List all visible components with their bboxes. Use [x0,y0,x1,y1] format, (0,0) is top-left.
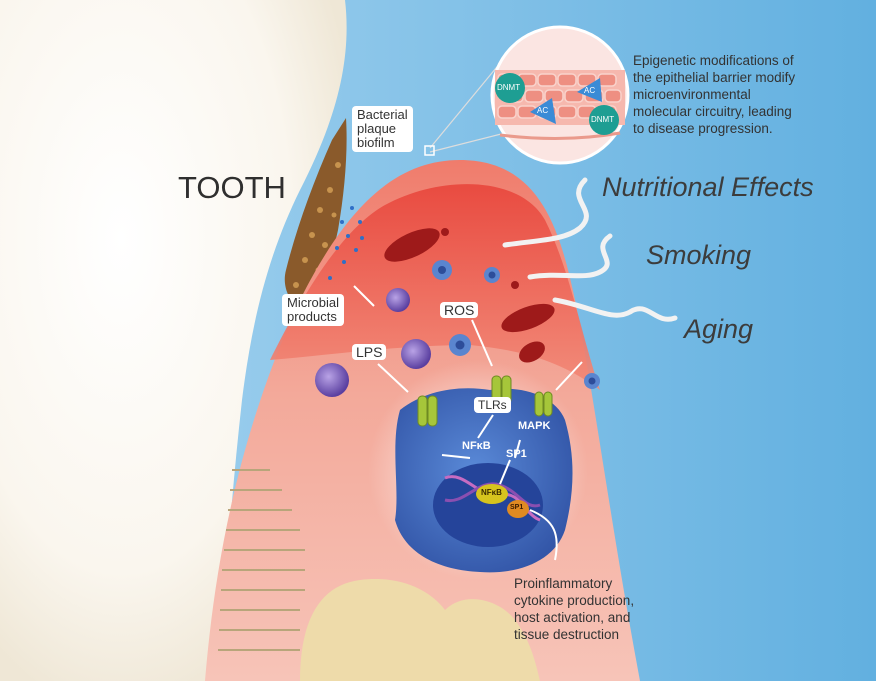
sp1-label: SP1 [506,448,527,460]
microbial-line-1: Microbial [287,296,339,310]
inset-caption: Epigenetic modifications of the epitheli… [633,52,795,137]
caption-line-4: molecular circuitry, leading [633,103,795,120]
factor-smoking: Smoking [646,240,751,271]
nfkb-label: NFκB [462,440,491,452]
plaque-label: Bacterial plaque biofilm [352,106,413,152]
caption-line-1: Epigenetic modifications of [633,52,795,69]
microbial-label: Microbial products [282,294,344,326]
plaque-line-1: Bacterial [357,108,408,122]
microbial-line-2: products [287,310,339,324]
outcome-line-2: cytokine production, [514,592,634,609]
plaque-line-2: plaque [357,122,408,136]
factor-nutritional: Nutritional Effects [602,172,814,203]
caption-line-5: to disease progression. [633,120,795,137]
dnmt-label-2: DNMT [591,115,614,124]
nfkb-small-label: NFκB [481,488,502,497]
tooth-label: TOOTH [178,170,286,206]
tlrs-label: TLRs [474,397,511,413]
sp1-small-label: SP1 [510,504,523,511]
caption-line-3: microenvironmental [633,86,795,103]
outcome-line-3: host activation, and [514,609,634,626]
outcome-line-1: Proinflammatory [514,575,634,592]
lps-label: LPS [352,344,386,360]
mapk-label: MAPK [518,420,550,432]
ac-label-2: AC [584,86,595,95]
plaque-line-3: biofilm [357,136,408,150]
outcome-line-4: tissue destruction [514,626,634,643]
ros-label: ROS [440,302,478,318]
outcome-text: Proinflammatory cytokine production, hos… [514,575,634,643]
dnmt-label-1: DNMT [497,83,520,92]
caption-line-2: the epithelial barrier modify [633,69,795,86]
factor-aging: Aging [684,314,753,345]
ac-label-1: AC [537,106,548,115]
